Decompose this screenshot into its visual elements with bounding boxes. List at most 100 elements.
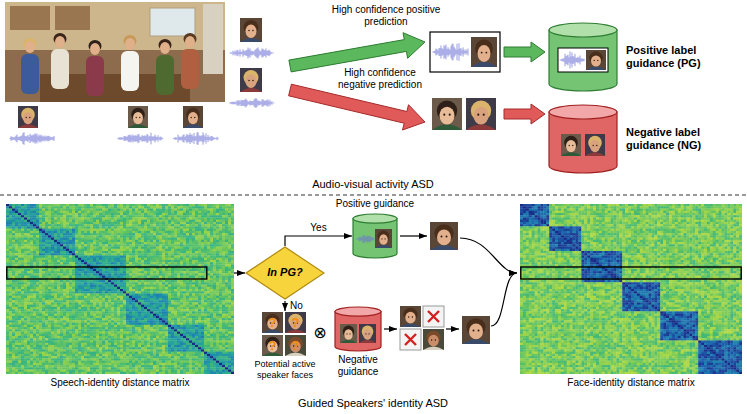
heatmap-cell (219, 235, 222, 238)
heatmap-cell (111, 238, 114, 241)
heatmap-cell (42, 215, 45, 218)
heatmap-cell (204, 213, 207, 216)
heatmap-cell (60, 208, 63, 211)
heatmap-cell (198, 251, 201, 254)
heatmap-cell (129, 231, 132, 234)
heatmap-cell (192, 231, 195, 234)
heatmap-cell (132, 222, 135, 225)
heatmap-cell (189, 235, 192, 238)
heatmap-cell (30, 211, 33, 214)
heatmap-cell (45, 247, 48, 250)
heatmap-cell (207, 229, 210, 232)
heatmap-cell (96, 206, 99, 209)
heatmap-cell (150, 240, 153, 243)
heatmap-cell (138, 240, 141, 243)
heatmap-cell (207, 242, 210, 245)
heatmap-cell (6, 253, 9, 256)
heatmap-cell (117, 235, 120, 238)
heatmap-cell (144, 253, 147, 256)
heatmap-cell (90, 229, 93, 232)
heatmap-cell (141, 235, 144, 238)
heatmap-cell (111, 233, 114, 236)
heatmap-cell (135, 213, 138, 216)
text-block: Negative label guidance (NG) (626, 126, 742, 152)
heatmap-cell (198, 204, 201, 207)
heatmap-cell (189, 220, 192, 223)
heatmap-cell (132, 204, 135, 207)
heatmap-cell (171, 251, 174, 254)
heatmap-cell (186, 206, 189, 209)
heatmap-cell (204, 206, 207, 209)
heatmap-cell (117, 247, 120, 250)
heatmap-cell (171, 204, 174, 207)
heatmap-cell (132, 238, 135, 241)
heatmap-cell (12, 244, 15, 247)
heatmap-cell (204, 204, 207, 207)
heatmap-cell (84, 229, 87, 232)
heatmap-cell (114, 255, 117, 258)
heatmap-cell (33, 244, 36, 247)
heatmap-cell (192, 226, 195, 229)
heatmap-cell (15, 240, 18, 243)
heatmap-cell (159, 253, 162, 256)
heatmap-cell (213, 206, 216, 209)
heatmap-cell (165, 249, 168, 252)
heatmap-cell (138, 204, 141, 207)
heatmap-cell (123, 215, 126, 218)
heatmap-cell (117, 215, 120, 218)
heatmap-cell (162, 206, 165, 209)
heatmap-cell (135, 240, 138, 243)
heatmap-cell (129, 247, 132, 250)
heatmap-cell (189, 244, 192, 247)
heatmap-cell (105, 224, 108, 227)
heatmap-cell (120, 220, 123, 223)
heatmap-cell (189, 229, 192, 232)
heatmap-cell (111, 247, 114, 250)
heatmap-cell (219, 204, 222, 207)
heatmap-cell (90, 247, 93, 250)
heatmap-cell (114, 249, 117, 252)
heatmap-cell (75, 213, 78, 216)
heatmap-cell (81, 247, 84, 250)
heatmap-cell (15, 247, 18, 250)
heatmap-cell (12, 235, 15, 238)
heatmap-cell (126, 208, 129, 211)
heatmap-cell (24, 238, 27, 241)
heatmap-cell (108, 208, 111, 211)
heatmap-cell (36, 206, 39, 209)
heatmap-cell (198, 222, 201, 225)
heatmap-cell (51, 238, 54, 241)
heatmap-cell (12, 215, 15, 218)
heatmap-cell (12, 206, 15, 209)
heatmap-cell (183, 233, 186, 236)
heatmap-cell (72, 231, 75, 234)
heatmap-cell (174, 204, 177, 207)
heatmap-cell (12, 233, 15, 236)
heatmap-cell (114, 235, 117, 238)
heatmap-cell (9, 206, 12, 209)
heatmap-cell (192, 247, 195, 250)
heatmap-cell (102, 217, 105, 220)
heatmap-cell (228, 233, 231, 236)
heatmap-cell (72, 222, 75, 225)
heatmap-cell (153, 251, 156, 254)
heatmap-cell (12, 229, 15, 232)
heatmap-cell (183, 208, 186, 211)
heatmap-cell (153, 222, 156, 225)
heatmap-cell (87, 233, 90, 236)
heatmap-cell (135, 220, 138, 223)
heatmap-cell (18, 242, 21, 245)
heatmap-cell (132, 253, 135, 256)
heatmap-cell (117, 231, 120, 234)
heatmap-cell (42, 253, 45, 256)
heatmap-cell (102, 247, 105, 250)
heatmap-cell (30, 255, 33, 258)
heatmap-cell (177, 211, 180, 214)
heatmap-cell (105, 255, 108, 258)
heatmap-cell (42, 235, 45, 238)
face-eye (596, 145, 597, 146)
heatmap-cell (177, 249, 180, 252)
heatmap-cell (36, 238, 39, 241)
heatmap-cell (138, 244, 141, 247)
heatmap-cell (108, 206, 111, 209)
